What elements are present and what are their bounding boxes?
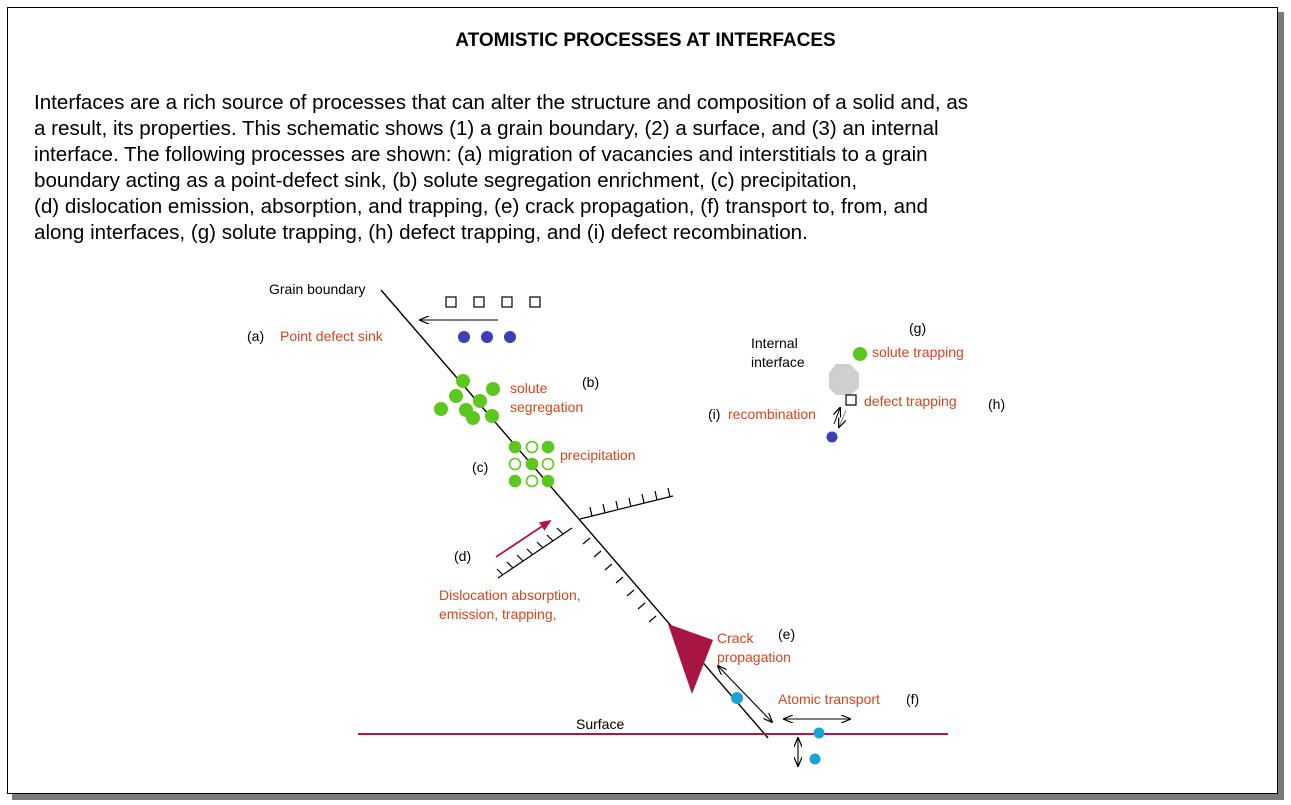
grain-boundary-line bbox=[380, 289, 769, 739]
d-tag: (d) bbox=[454, 548, 471, 564]
surface-atom bbox=[813, 727, 825, 739]
dislocation-motion-arrow bbox=[495, 519, 552, 558]
dislocation-array-upper bbox=[579, 487, 674, 520]
frame-shadow-bottom bbox=[12, 794, 1284, 800]
frame-shadow-right bbox=[1278, 12, 1284, 800]
g-label: solute trapping bbox=[872, 344, 964, 360]
interstitial-dots bbox=[458, 331, 516, 343]
recombination-arrow-down bbox=[839, 409, 847, 427]
internal-interface-precipitate bbox=[829, 364, 859, 395]
dislocation-array-lower bbox=[496, 527, 573, 579]
crack-wedge bbox=[668, 624, 713, 694]
d-label-line2: emission, trapping, bbox=[439, 606, 557, 622]
b-label-line1: solute bbox=[510, 380, 548, 396]
caption-text: Interfaces are a rich source of processe… bbox=[34, 91, 969, 244]
transport-along-boundary-arrow bbox=[718, 666, 772, 722]
f-label: Atomic transport bbox=[778, 691, 880, 707]
e-label-line1: Crack bbox=[717, 630, 755, 646]
boundary-transport-atom bbox=[731, 692, 743, 704]
h-label: defect trapping bbox=[864, 393, 957, 409]
subsurface-atom bbox=[809, 753, 821, 765]
c-label: precipitation bbox=[560, 447, 636, 463]
precipitate-cluster bbox=[508, 440, 555, 488]
e-tag: (e) bbox=[778, 626, 795, 642]
a-tag: (a) bbox=[247, 328, 264, 344]
f-tag: (f) bbox=[906, 691, 919, 707]
g-tag: (g) bbox=[909, 320, 926, 336]
vacancy-squares bbox=[445, 296, 541, 308]
d-label-line1: Dislocation absorption, bbox=[439, 587, 581, 603]
h-tag: (h) bbox=[988, 396, 1005, 412]
surface-label: Surface bbox=[576, 716, 624, 732]
recombination-arrow-up bbox=[834, 408, 840, 425]
figure-frame bbox=[7, 7, 1278, 794]
e-label-line2: propagation bbox=[717, 649, 791, 665]
dislocation-array-boundary bbox=[582, 537, 657, 623]
recombining-interstitial bbox=[826, 431, 838, 443]
internal-interface-label-line1: Internal bbox=[751, 335, 798, 351]
solute-segregation-atoms bbox=[434, 374, 500, 425]
b-tag: (b) bbox=[582, 374, 599, 390]
a-label: Point defect sink bbox=[280, 328, 384, 344]
b-label-line2: segregation bbox=[510, 399, 583, 415]
i-tag: (i) bbox=[708, 406, 720, 422]
figure-title: ATOMISTIC PROCESSES AT INTERFACES bbox=[455, 30, 836, 51]
trapped-vacancy bbox=[845, 394, 857, 406]
trapped-solute-atom bbox=[853, 347, 867, 361]
c-tag: (c) bbox=[472, 459, 488, 475]
i-label: recombination bbox=[728, 406, 816, 422]
grain-boundary-label: Grain boundary bbox=[269, 281, 366, 297]
internal-interface-label-line2: interface bbox=[751, 354, 805, 370]
